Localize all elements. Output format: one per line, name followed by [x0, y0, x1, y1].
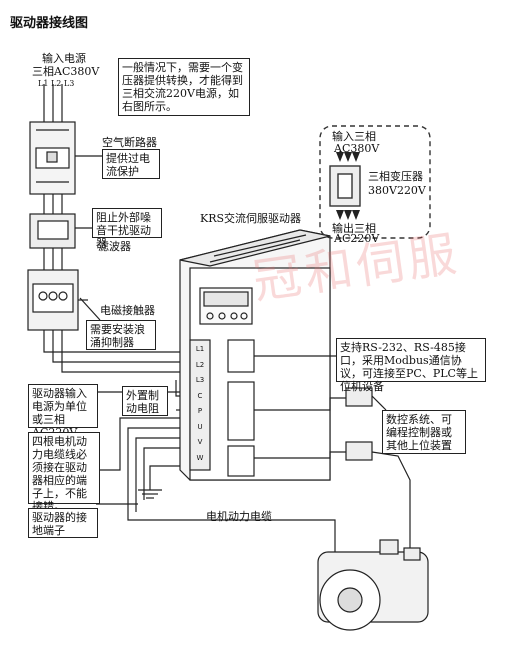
contactor-title: 电磁接触器 — [100, 304, 155, 317]
transformer-input-label: 输入三相 — [332, 130, 376, 143]
driver-title: KRS交流伺服驱动器 — [200, 212, 302, 225]
transformer-output-voltage: AC220V — [334, 232, 380, 245]
breaker-title: 空气断路器 — [102, 136, 157, 149]
transformer-note: 一般情况下，需要一个变压器提供转换，才能得到三相交流220V电源，如右图所示。 — [118, 58, 250, 116]
brake-resistor-note: 外置制动电阻 — [122, 386, 168, 416]
controller-note: 数控系统、可编程控制器或其他上位装置 — [382, 410, 466, 454]
input-power-voltage: 三相AC380V — [32, 65, 100, 78]
driver-input-note: 驱动器输入电源为单位或三相AC220V — [28, 384, 98, 439]
input-phases: L1 L2 L3 — [38, 79, 75, 88]
motor-wire-note: 四根电机动力电缆线必须接在驱动器相应的端子上，不能接错。 — [28, 432, 100, 513]
transformer-input-voltage: AC380V — [334, 142, 380, 155]
transformer-ratio: 380V220V — [368, 184, 426, 197]
motor-cable-label: 电机动力电缆 — [206, 510, 272, 523]
comm-note: 支持RS-232、RS-485接口，采用Modbus通信协议，可连接至PC、PL… — [336, 338, 486, 393]
transformer-output-label: 输出三相 — [332, 222, 376, 235]
filter-title: 滤波器 — [98, 240, 131, 253]
breaker-note: 提供过电流保护 — [102, 149, 160, 179]
ground-note: 驱动器的接地端子 — [28, 508, 98, 538]
terminal-c: C — [197, 391, 203, 400]
terminal-l1: L1 — [195, 345, 205, 353]
filter-note: 阻止外部噪音干扰驱动器 — [92, 208, 162, 250]
terminal-v: V — [197, 438, 203, 446]
page-title: 驱动器接线图 — [10, 15, 89, 30]
input-power-label: 输入电源 — [42, 52, 86, 65]
transformer-name: 三相变压器 — [368, 170, 423, 183]
terminal-l2: L2 — [195, 360, 205, 369]
terminal-l3: L3 — [195, 376, 205, 384]
contactor-note: 需要安装浪涌抑制器 — [86, 320, 156, 350]
terminal-labels: L1 L2 L3 C P U V W — [190, 342, 210, 466]
terminal-w: W — [196, 453, 204, 462]
terminal-u: U — [197, 422, 203, 431]
terminal-p: P — [197, 407, 203, 415]
